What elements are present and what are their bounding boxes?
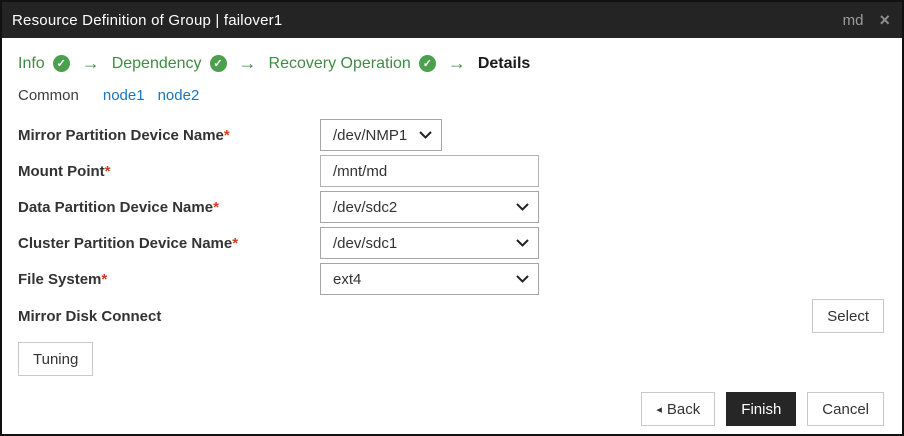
step-details-current: Details [477, 54, 531, 72]
check-circle-icon: ✓ [209, 55, 227, 72]
select-value: /dev/sdc2 [333, 198, 398, 216]
chevron-down-icon [516, 203, 529, 211]
form-row-cluster-partition: Cluster Partition Device Name* /dev/sdc1 [18, 225, 884, 261]
mirror-partition-device-select[interactable]: /dev/NMP1 [320, 119, 442, 151]
cluster-partition-device-select[interactable]: /dev/sdc1 [320, 227, 539, 259]
back-button[interactable]: ◂Back [641, 392, 716, 426]
cancel-button[interactable]: Cancel [807, 392, 884, 426]
wizard-steps: Info ✓ → Dependency ✓ → Recovery Operati… [18, 53, 884, 74]
dialog-title: Resource Definition of Group | failover1 [12, 11, 283, 29]
footer-buttons: ◂Back Finish Cancel [18, 392, 884, 426]
field-label: Cluster Partition Device Name* [18, 234, 239, 252]
required-marker: * [232, 234, 239, 252]
select-value: ext4 [333, 270, 362, 288]
form-row-file-system: File System* ext4 [18, 261, 884, 297]
field-label: Mirror Partition Device Name* [18, 126, 230, 144]
select-value: /dev/NMP1 [333, 126, 408, 144]
back-arrow-icon: ◂ [656, 403, 662, 416]
step-recovery-operation[interactable]: Recovery Operation [268, 54, 411, 72]
chevron-down-icon [516, 275, 529, 283]
tuning-row: Tuning [18, 342, 884, 376]
tab-node1[interactable]: node1 [102, 87, 145, 104]
finish-button[interactable]: Finish [726, 392, 797, 426]
file-system-select[interactable]: ext4 [320, 263, 539, 295]
form-row-data-partition: Data Partition Device Name* /dev/sdc2 [18, 189, 884, 225]
tab-node2[interactable]: node2 [157, 87, 200, 104]
arrow-right-icon: → [81, 53, 100, 73]
field-label: Mount Point* [18, 162, 111, 180]
required-marker: * [213, 198, 219, 216]
chevron-down-icon [419, 131, 432, 139]
step-info[interactable]: Info [18, 54, 45, 72]
check-circle-icon: ✓ [418, 55, 436, 72]
node-tabs: Common node1 node2 [18, 87, 884, 104]
field-label: File System* [18, 270, 108, 288]
select-value: /dev/sdc1 [333, 234, 398, 252]
step-dependency[interactable]: Dependency [111, 54, 202, 72]
required-marker: * [104, 162, 111, 180]
required-marker: * [223, 126, 230, 144]
chevron-down-icon [516, 239, 529, 247]
select-button[interactable]: Select [812, 299, 884, 333]
form-row-mirror-partition: Mirror Partition Device Name* /dev/NMP1 [18, 117, 884, 153]
mount-point-input[interactable] [320, 155, 539, 187]
tuning-button[interactable]: Tuning [18, 342, 94, 376]
titlebar: Resource Definition of Group | failover1… [2, 2, 902, 38]
field-label: Data Partition Device Name* [18, 198, 219, 216]
dialog-content: Info ✓ → Dependency ✓ → Recovery Operati… [2, 38, 902, 426]
data-partition-device-select[interactable]: /dev/sdc2 [320, 191, 539, 223]
arrow-right-icon: → [238, 53, 257, 73]
arrow-right-icon: → [447, 53, 466, 73]
close-icon[interactable]: × [879, 10, 890, 30]
tab-common: Common [18, 87, 79, 104]
details-form: Mirror Partition Device Name* /dev/NMP1 … [18, 117, 884, 376]
required-marker: * [101, 270, 108, 288]
form-row-mirror-disk-connect: Mirror Disk Connect Select [18, 299, 884, 333]
field-label: Mirror Disk Connect [18, 307, 162, 325]
form-row-mount-point: Mount Point* [18, 153, 884, 189]
check-circle-icon: ✓ [52, 55, 70, 72]
resource-badge: md [842, 11, 864, 29]
